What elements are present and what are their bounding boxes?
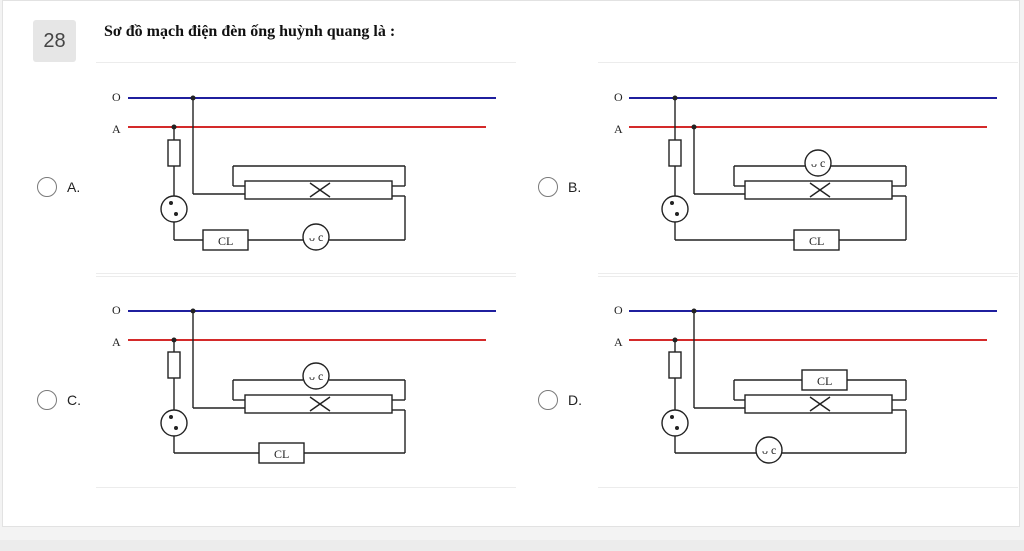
option-b-radio[interactable]: [538, 177, 558, 197]
option-d-label: D.: [568, 392, 582, 408]
question-number: 28: [33, 20, 76, 62]
option-a-label: A.: [67, 179, 81, 195]
option-c-container: [96, 276, 516, 488]
option-c-radio[interactable]: [37, 390, 57, 410]
option-a-container: [96, 62, 516, 274]
option-a-radio[interactable]: [37, 177, 57, 197]
next-question-strip: [0, 540, 1024, 551]
question-card: [2, 0, 1020, 527]
option-c-label: C.: [67, 392, 81, 408]
option-d-container: [598, 276, 1018, 488]
option-d-radio[interactable]: [538, 390, 558, 410]
question-text: Sơ đồ mạch điện đèn ống huỳnh quang là :: [104, 23, 396, 40]
option-b-label: B.: [568, 179, 582, 195]
option-b-container: [598, 62, 1018, 274]
